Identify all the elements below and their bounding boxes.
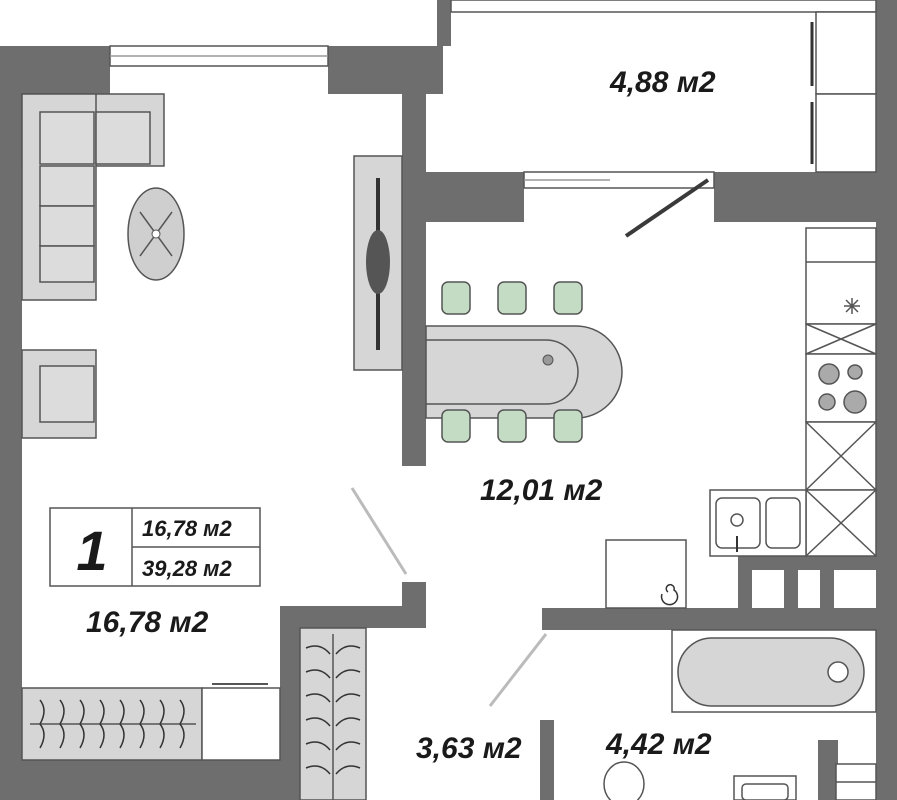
toilet xyxy=(603,761,645,800)
kitchen-area-label: 12,01 м2 xyxy=(480,474,603,507)
living-room-area-label: 16,78 м2 xyxy=(86,606,209,639)
wall-balcony-bottom-right xyxy=(714,172,897,222)
wall-bath-pier xyxy=(818,740,838,800)
wall-right xyxy=(876,0,897,800)
wall-balcony-left xyxy=(437,0,451,46)
balcony-area-label: 4,88 м2 xyxy=(609,66,716,99)
wall-bath-top xyxy=(542,608,897,630)
total-area-value: 39,28 м2 xyxy=(142,556,232,581)
bar-stools xyxy=(441,281,583,443)
hallway-area-label: 3,63 м2 xyxy=(416,732,522,765)
wall-left xyxy=(0,46,22,800)
kitchen-counter xyxy=(709,227,877,557)
bathroom-area-label: 4,42 м2 xyxy=(605,728,712,761)
tv-stand xyxy=(353,155,403,371)
wall-bath-left xyxy=(540,720,554,800)
wall-top-left xyxy=(0,46,110,94)
balcony-shelves xyxy=(810,11,877,173)
washing-machine xyxy=(835,763,877,800)
info-box: 1 16,78 м2 39,28 м2 xyxy=(49,507,261,587)
door-hallway xyxy=(488,633,548,707)
wall-living-hall-stub xyxy=(402,582,426,610)
boiler xyxy=(605,539,687,609)
living-area-value: 16,78 м2 xyxy=(142,516,232,541)
rooms-count: 1 xyxy=(76,519,107,582)
windows xyxy=(109,0,877,189)
wall-living-kitchen-upper xyxy=(402,46,426,466)
wardrobe-hallway xyxy=(299,627,367,800)
wall-living-bottom xyxy=(280,606,426,628)
door-living xyxy=(350,487,408,575)
wall-bottom-left xyxy=(0,760,300,800)
balcony-door xyxy=(624,178,710,238)
corner-sofa xyxy=(21,93,165,301)
armchair xyxy=(21,349,97,439)
wall-balcony-bottom-left xyxy=(402,172,524,222)
round-coffee-table xyxy=(127,187,185,281)
wall-kitchen-bottom-band xyxy=(738,556,876,570)
window-balcony-top xyxy=(450,0,877,13)
wardrobe-living xyxy=(21,683,281,761)
bathtub xyxy=(671,629,877,713)
washbasin xyxy=(733,775,797,800)
bar-table xyxy=(425,325,623,419)
wall-living-bottom-vertical xyxy=(280,606,300,800)
